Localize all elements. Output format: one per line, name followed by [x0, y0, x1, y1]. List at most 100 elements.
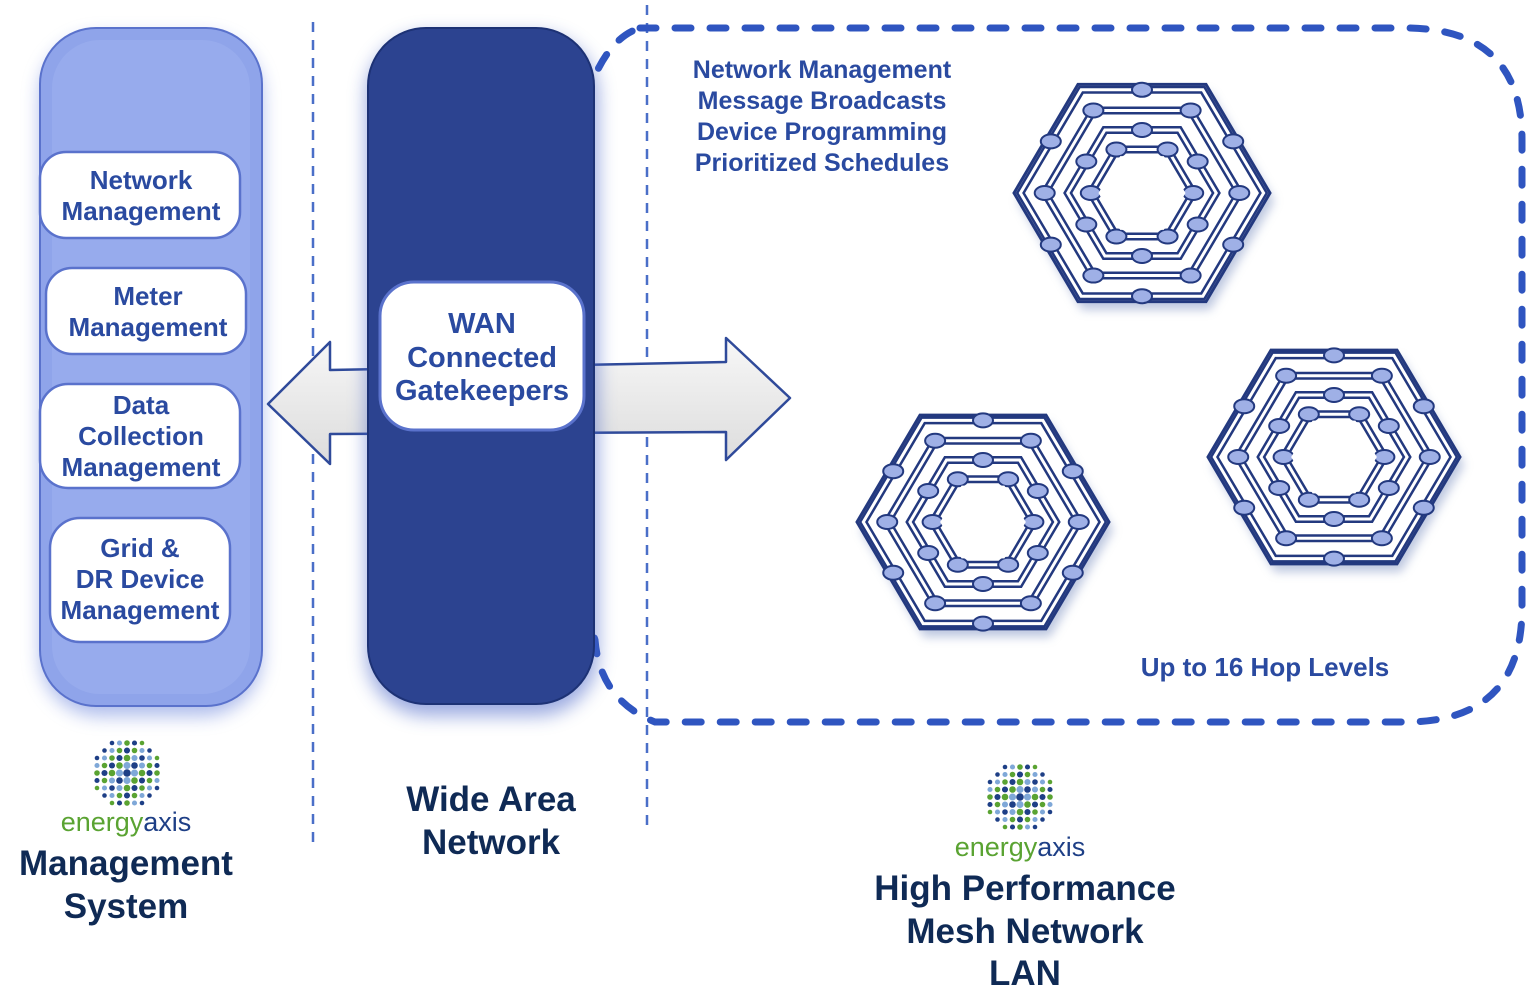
- module-label-line1: Data: [113, 390, 170, 420]
- logo-dot: [109, 792, 115, 799]
- management-caption-line2: System: [64, 887, 189, 926]
- logo-dot: [1024, 808, 1031, 816]
- logo-dot: [1008, 793, 1017, 801]
- logo-dot: [94, 755, 100, 761]
- logo-dot: [123, 747, 131, 754]
- logo-dot: [995, 772, 1000, 777]
- logo-dot: [1016, 771, 1024, 778]
- logo-dot: [139, 747, 145, 754]
- hop-levels-label: Up to 16 Hop Levels: [1141, 652, 1390, 682]
- mesh-node: [1186, 153, 1209, 170]
- mesh-node: [1131, 121, 1153, 138]
- mesh-node: [1228, 185, 1251, 201]
- mesh-node: [997, 471, 1020, 488]
- mesh-node: [1377, 480, 1400, 497]
- logo-dot: [94, 762, 100, 769]
- logo-dot: [131, 784, 138, 792]
- brand-wordmark: energyaxis: [61, 807, 192, 837]
- logo-dot: [1002, 764, 1008, 770]
- mesh-node: [1105, 228, 1128, 245]
- logo-dot: [146, 785, 153, 791]
- mesh-node: [1156, 228, 1179, 245]
- logo-dot: [109, 755, 115, 761]
- mesh-node: [997, 556, 1020, 573]
- logo-dot: [1032, 816, 1038, 823]
- mesh-node: [1186, 216, 1209, 233]
- logo-dot: [94, 785, 100, 791]
- logo-dot: [138, 777, 146, 784]
- module-meter-management[interactable]: Meter Management: [44, 266, 248, 356]
- feature-item: Message Broadcasts: [698, 87, 947, 115]
- mesh-node: [972, 412, 994, 429]
- logo-dot: [1039, 779, 1046, 785]
- mesh-node: [1272, 449, 1295, 465]
- mesh-node: [972, 451, 994, 468]
- module-grid-dr-device-management[interactable]: Grid & DR Device Management: [48, 516, 232, 644]
- logo-dot: [1032, 779, 1038, 785]
- logo-dot: [987, 786, 993, 793]
- logo-dot: [1001, 801, 1009, 808]
- logo-dot: [131, 792, 138, 799]
- logo-dot: [1023, 793, 1032, 801]
- logo-dot: [1009, 808, 1016, 816]
- mesh-node: [1022, 514, 1045, 530]
- mesh-node: [917, 545, 940, 562]
- logo-dot: [101, 777, 108, 784]
- mesh-node: [1082, 267, 1105, 284]
- logo-dot: [131, 777, 138, 784]
- energyaxis-logo-icon: [94, 740, 160, 806]
- logo-dot: [1024, 771, 1031, 778]
- mesh-node: [1323, 347, 1345, 364]
- mesh-caption-line3: LAN: [989, 954, 1061, 989]
- logo-dot: [1009, 771, 1016, 778]
- mesh-node: [1233, 499, 1256, 516]
- logo-dot: [108, 777, 116, 784]
- logo-dot: [1047, 794, 1053, 800]
- logo-dot: [1009, 786, 1016, 793]
- mesh-hex-cluster: [1012, 81, 1274, 310]
- logo-dot: [1009, 824, 1016, 830]
- logo-dot: [131, 762, 138, 769]
- logo-dot: [1001, 793, 1009, 801]
- mesh-node: [1323, 511, 1345, 528]
- module-label-line2: DR Device: [76, 564, 205, 594]
- logo-dot: [994, 786, 1001, 793]
- logo-dot: [101, 785, 108, 791]
- logo-dot: [123, 761, 131, 770]
- mesh-node: [1179, 267, 1202, 284]
- mesh-node: [1370, 530, 1393, 547]
- logo-dot: [1031, 801, 1039, 808]
- logo-dot: [146, 762, 153, 769]
- mesh-node: [1061, 463, 1084, 480]
- mesh-hexagons: [855, 81, 1464, 637]
- logo-dot: [123, 776, 131, 785]
- logo-dot: [109, 740, 115, 746]
- mesh-node: [1019, 595, 1042, 612]
- logo-dot: [101, 755, 108, 761]
- module-data-collection-management[interactable]: Data Collection Management: [38, 382, 242, 490]
- mesh-node: [1348, 491, 1371, 508]
- logo-dot: [108, 762, 116, 769]
- logo-dot: [1024, 824, 1031, 830]
- wan-gatekeepers-badge[interactable]: WAN Connected Gatekeepers: [378, 280, 586, 432]
- logo-dot: [1040, 817, 1045, 822]
- module-network-management[interactable]: Network Management: [38, 150, 242, 240]
- logo-dot: [123, 792, 131, 799]
- logo-dot: [1047, 779, 1053, 785]
- mesh-node: [921, 514, 944, 530]
- mesh-node: [924, 595, 947, 612]
- logo-dot: [102, 748, 107, 753]
- badge-line2: Connected: [407, 342, 557, 374]
- logo-dot: [154, 785, 160, 791]
- logo-dot: [146, 777, 153, 784]
- feature-item: Device Programming: [697, 118, 947, 146]
- mesh-node: [1026, 545, 1049, 562]
- module-label-line2: Management: [69, 312, 228, 342]
- logo-dot: [1032, 771, 1038, 778]
- logo-dot: [124, 740, 130, 746]
- logo-dot: [1047, 801, 1053, 808]
- logo-dot: [154, 770, 160, 776]
- logo-dot: [154, 755, 160, 761]
- logo-dot: [1016, 816, 1024, 823]
